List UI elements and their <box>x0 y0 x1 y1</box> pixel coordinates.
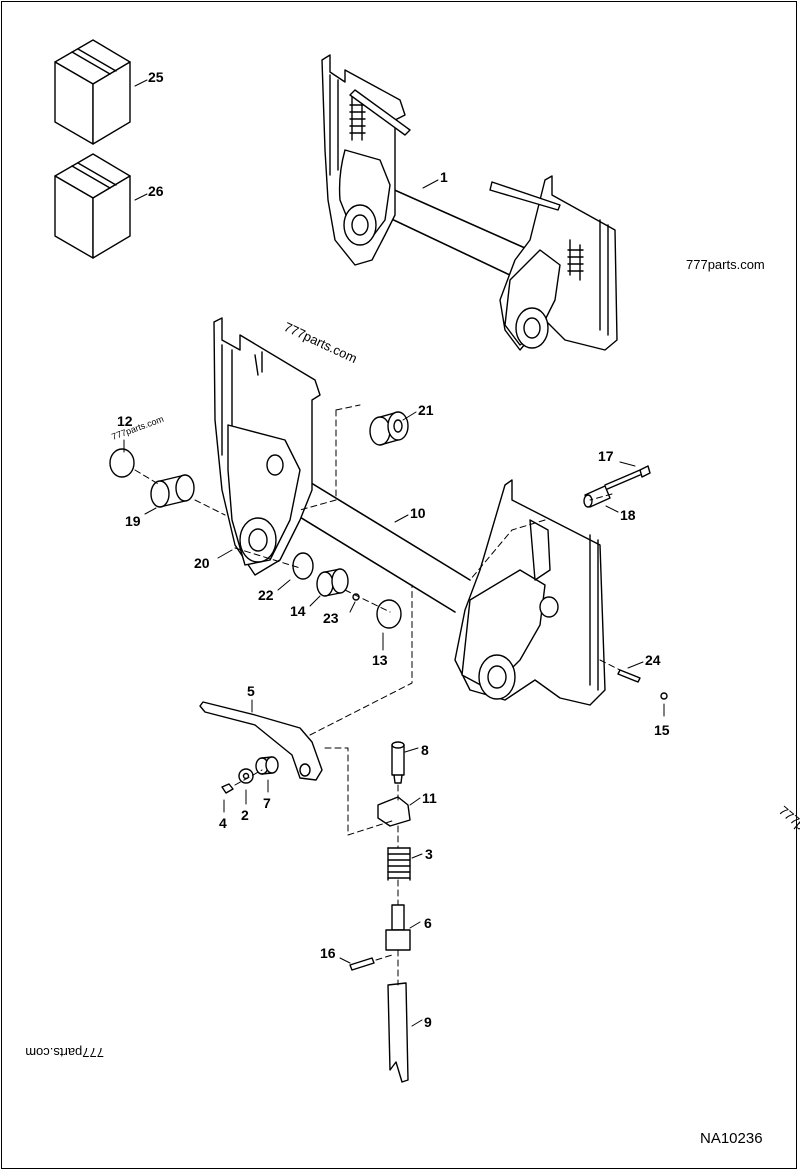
callout-9: 9 <box>424 1014 432 1030</box>
callout-19: 19 <box>125 513 141 529</box>
callout-25: 25 <box>148 69 164 85</box>
callout-12: 12 <box>117 413 133 429</box>
part-2-washer <box>238 768 254 784</box>
callout-20: 20 <box>194 555 210 571</box>
part-9-shaft <box>387 982 409 1083</box>
part-4-nut <box>221 783 234 794</box>
part-26-package <box>54 153 131 259</box>
callout-7: 7 <box>263 795 271 811</box>
callout-4: 4 <box>219 815 227 831</box>
callout-16: 16 <box>320 945 336 961</box>
watermark-rotated: 777parts.com <box>282 319 360 366</box>
part-14-bearing <box>316 568 349 597</box>
callout-1: 1 <box>440 169 448 185</box>
callout-26: 26 <box>148 183 164 199</box>
callout-2: 2 <box>241 807 249 823</box>
callout-21: 21 <box>418 402 434 418</box>
part-12-snap-ring <box>109 448 135 478</box>
callout-18: 18 <box>620 507 636 523</box>
callout-5: 5 <box>247 683 255 699</box>
part-16-pin <box>349 957 375 971</box>
part-3-spring <box>387 847 411 881</box>
part-13-snap-ring <box>376 599 402 629</box>
watermark-upside-down: 777parts.com <box>25 1045 104 1060</box>
part-21-collar <box>369 411 409 446</box>
callout-3: 3 <box>425 846 433 862</box>
callout-24: 24 <box>645 652 661 668</box>
callout-13: 13 <box>372 652 388 668</box>
part-18-bushing <box>583 485 611 508</box>
leader-lines <box>123 79 665 1027</box>
callout-22: 22 <box>258 587 274 603</box>
assembly-guide-lines <box>134 404 621 986</box>
drawing-number: NA10236 <box>700 1130 763 1147</box>
part-24-roll-pin <box>617 669 641 683</box>
callout-17: 17 <box>598 448 614 464</box>
part-1-attachment-assembly <box>321 54 618 351</box>
watermark-edge: 777parts.com <box>776 803 800 865</box>
part-11-bracket <box>377 796 411 827</box>
part-7-bushing <box>255 756 279 775</box>
callout-14: 14 <box>290 603 306 619</box>
part-19-bushing <box>150 474 195 508</box>
part-10-attachment-frame <box>213 317 606 706</box>
callout-10: 10 <box>410 505 426 521</box>
callout-15: 15 <box>654 722 670 738</box>
callout-8: 8 <box>421 742 429 758</box>
part-22-ring <box>292 552 314 580</box>
callout-23: 23 <box>323 610 339 626</box>
part-17-bolt <box>604 465 651 491</box>
part-15-nut <box>660 692 668 700</box>
part-6-plunger <box>385 904 411 951</box>
callout-11: 11 <box>422 790 437 806</box>
watermark-right: 777parts.com <box>686 257 765 272</box>
callout-6: 6 <box>424 915 432 931</box>
part-8-pin <box>391 741 405 784</box>
part-25-package <box>54 39 131 145</box>
